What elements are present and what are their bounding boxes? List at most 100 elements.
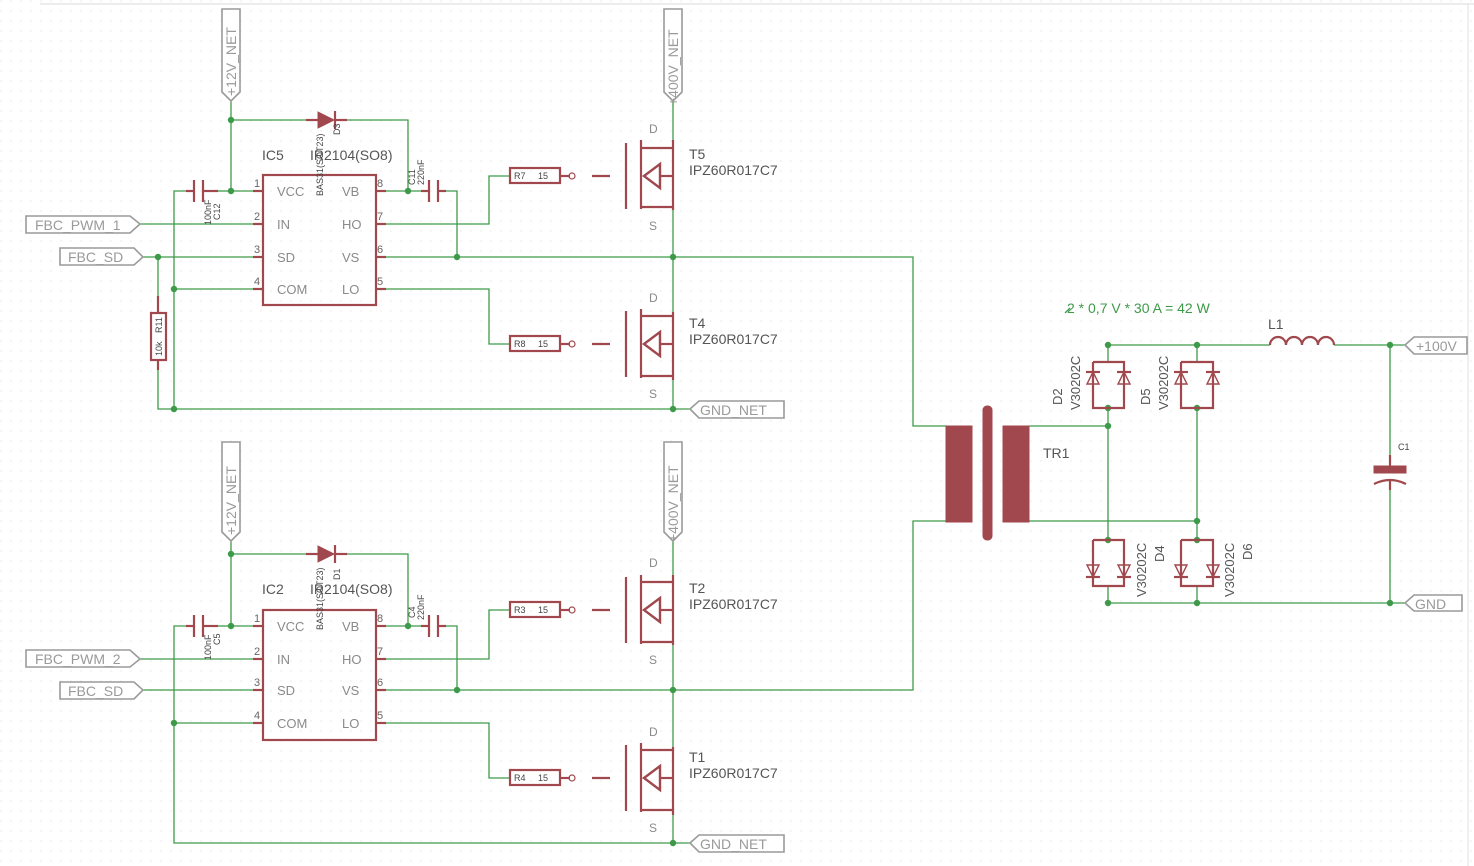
ic5-pin-sd: SD xyxy=(277,250,295,265)
ic5-gate-driver[interactable]: IC5 IR2104(SO8) VCC IN SD COM VB HO VS L… xyxy=(253,147,392,307)
svg-text:GND: GND xyxy=(1415,596,1446,612)
port-plus100v[interactable]: +100V xyxy=(1403,336,1468,355)
upper-junctions xyxy=(154,116,677,413)
mosfet-t2[interactable]: D S T2 IPZ60R017C7 xyxy=(592,556,778,667)
c12-name: C12 xyxy=(212,203,222,220)
t2-pin-s: S xyxy=(649,653,657,667)
diode-d4[interactable]: D4 V30202C xyxy=(1085,538,1167,597)
resistor-r11[interactable]: 10k R11 xyxy=(149,296,168,370)
d2-name: D2 xyxy=(1050,388,1065,405)
ic2-pinnum-6: 6 xyxy=(377,677,383,689)
t2-pin-d: D xyxy=(649,556,658,570)
ic2-pinnum-3: 3 xyxy=(254,677,260,689)
ic5-pin-vcc: VCC xyxy=(277,184,304,199)
c4-value: 220nF xyxy=(416,594,426,620)
ic2-pinnum-5: 5 xyxy=(377,710,383,722)
diode-d5[interactable]: D5 V30202C xyxy=(1138,356,1221,410)
t5-pin-d: D xyxy=(649,122,658,136)
ic2-pin-ho: HO xyxy=(342,652,362,667)
diode-d1[interactable]: D1 BAS31(SOT23) xyxy=(306,545,347,630)
ic5-pinnum-7: 7 xyxy=(377,211,383,223)
r8-value: 15 xyxy=(538,339,548,349)
capacitor-c12[interactable]: 100nF C12 xyxy=(186,180,222,225)
port-400v-upper[interactable]: +400V_NET xyxy=(663,8,683,106)
d5-type: V30202C xyxy=(1156,356,1171,410)
svg-text:+100V: +100V xyxy=(1416,338,1458,354)
port-400v-lower[interactable]: +400V_NET xyxy=(663,441,683,543)
ic5-pinnum-3: 3 xyxy=(254,244,260,256)
ic5-pinnum-6: 6 xyxy=(377,244,383,256)
d2-type: V30202C xyxy=(1068,356,1083,410)
t5-pin-s: S xyxy=(649,219,657,233)
t1-name: T1 xyxy=(689,749,706,765)
t5-name: T5 xyxy=(689,146,706,162)
ic2-gate-driver[interactable]: IC2 IR2104(SO8) VCC IN SD COM VB HO VS L… xyxy=(253,581,392,742)
svg-text:GND_NET: GND_NET xyxy=(700,836,767,852)
t4-pin-d: D xyxy=(649,291,658,305)
port-sd-upper[interactable]: FBC_SD xyxy=(59,247,145,266)
mosfet-t1[interactable]: D S T1 IPZ60R017C7 xyxy=(592,725,778,835)
ic5-pin-lo: LO xyxy=(342,282,359,297)
d6-name: D6 xyxy=(1240,543,1255,560)
c11-value: 220nF xyxy=(416,159,426,185)
resistor-r8[interactable]: R8 15 xyxy=(508,334,576,353)
svg-text:+400V_NET: +400V_NET xyxy=(665,465,681,542)
port-sd-lower[interactable]: FBC_SD xyxy=(59,681,145,700)
svg-text:FBC_PWM_1: FBC_PWM_1 xyxy=(35,217,121,233)
ic5-pin-ho: HO xyxy=(342,217,362,232)
port-pwm2[interactable]: FBC_PWM_2 xyxy=(25,649,142,668)
ic2-pinnum-7: 7 xyxy=(377,646,383,658)
r8-name: R8 xyxy=(514,339,526,349)
d6-type: V30202C xyxy=(1222,543,1237,597)
ic2-pin-com: COM xyxy=(277,716,307,731)
diode-d2[interactable]: D2 V30202C xyxy=(1050,356,1132,410)
port-12v-lower[interactable]: +12V_NET xyxy=(221,441,241,543)
t2-name: T2 xyxy=(689,580,706,596)
resistor-r4[interactable]: R4 15 xyxy=(508,768,576,787)
port-gnd-net-lower[interactable]: GND_NET xyxy=(688,834,785,853)
d1-type: BAS31(SOT23) xyxy=(315,567,325,630)
d4-type: V30202C xyxy=(1134,543,1149,597)
mosfet-t4[interactable]: D S T4 IPZ60R017C7 xyxy=(592,291,778,401)
d3-type: BAS31(SOT23) xyxy=(315,133,325,196)
inductor-l1[interactable]: L1 xyxy=(1268,316,1336,346)
ic2-pin-vb: VB xyxy=(342,619,359,634)
r7-value: 15 xyxy=(538,171,548,181)
ic2-pinnum-2: 2 xyxy=(254,646,260,658)
mosfet-t5[interactable]: D S T5 IPZ60R017C7 xyxy=(592,122,778,233)
r3-name: R3 xyxy=(514,605,526,615)
d1-name: D1 xyxy=(332,568,342,580)
resistor-r7[interactable]: R7 15 xyxy=(508,166,576,185)
r4-value: 15 xyxy=(538,773,548,783)
ic5-pinnum-8: 8 xyxy=(377,178,383,190)
lower-wires xyxy=(140,520,946,844)
c11-name: C11 xyxy=(407,169,417,185)
c1-label: C1 xyxy=(1398,442,1410,452)
power-loss-note: 2 * 0,7 V * 30 A = 42 W xyxy=(1067,300,1211,316)
port-pwm1[interactable]: FBC_PWM_1 xyxy=(25,215,142,234)
t4-name: T4 xyxy=(689,315,706,331)
diode-d3[interactable]: D3 BAS31(SOT23) xyxy=(306,111,347,196)
transformer-tr1[interactable]: TR1 xyxy=(945,405,1070,541)
port-12v-upper[interactable]: +12V_NET xyxy=(221,8,241,103)
ic2-pinnum-8: 8 xyxy=(377,613,383,625)
capacitor-c5[interactable]: 100nF C5 xyxy=(186,615,222,660)
port-gnd-net-upper[interactable]: GND_NET xyxy=(688,400,785,419)
resistor-r3[interactable]: R3 15 xyxy=(508,600,576,619)
svg-text:FBC_SD: FBC_SD xyxy=(68,683,123,699)
r7-name: R7 xyxy=(514,171,526,181)
port-gnd-out[interactable]: GND xyxy=(1403,594,1463,612)
r11-value: 10k xyxy=(154,341,164,356)
diode-d6[interactable]: D6 V30202C xyxy=(1173,538,1255,597)
r11-name: R11 xyxy=(154,317,164,333)
capacitor-c1[interactable]: C1 xyxy=(1373,442,1410,490)
r4-name: R4 xyxy=(514,773,526,783)
lower-half-bridge: IC2 IR2104(SO8) VCC IN SD COM VB HO VS L… xyxy=(25,441,946,853)
c12-value: 100nF xyxy=(203,199,213,225)
ic5-pinnum-2: 2 xyxy=(254,211,260,223)
capacitor-c11[interactable]: C11 220nF xyxy=(407,159,446,202)
d4-name: D4 xyxy=(1152,545,1167,562)
capacitor-c4[interactable]: C4 220nF xyxy=(407,594,446,637)
t4-type: IPZ60R017C7 xyxy=(689,331,778,347)
